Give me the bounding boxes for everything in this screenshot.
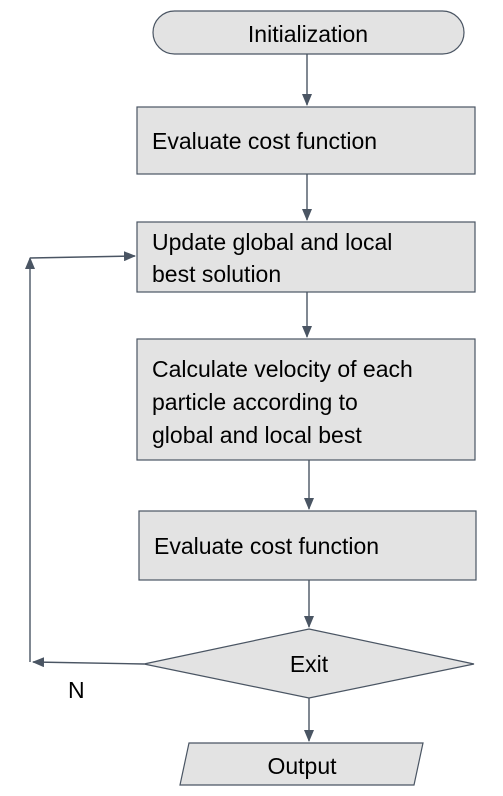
loop-exit-to-left [32, 657, 145, 668]
exit-decision-node: Exit [143, 628, 475, 699]
update-best-node: Update global and local best solution [136, 221, 476, 293]
calculate-velocity-label: Calculate velocity of each particle acco… [152, 356, 419, 448]
evaluate-cost-label-2: Evaluate cost function [154, 533, 379, 559]
update-best-line-1: Update global and local [152, 229, 392, 255]
calculate-velocity-line-2: particle according to [152, 389, 358, 415]
evaluate-cost-label-1: Evaluate cost function [152, 128, 377, 154]
no-branch-label: N [68, 677, 85, 703]
update-best-line-2: best solution [152, 261, 281, 287]
update-best-label: Update global and local best solution [152, 229, 399, 287]
evaluate-cost-node-2: Evaluate cost function [138, 510, 477, 581]
calculate-velocity-line-3: global and local best [152, 422, 362, 448]
start-node: Initialization [152, 10, 465, 55]
start-label: Initialization [248, 21, 368, 47]
calculate-velocity-node: Calculate velocity of each particle acco… [136, 338, 476, 461]
loop-top-to-update [29, 251, 136, 262]
exit-label: Exit [290, 651, 329, 677]
calculate-velocity-line-1: Calculate velocity of each [152, 356, 413, 382]
output-label: Output [267, 753, 337, 779]
evaluate-cost-node-1: Evaluate cost function [136, 106, 476, 175]
output-node: Output [179, 742, 424, 786]
